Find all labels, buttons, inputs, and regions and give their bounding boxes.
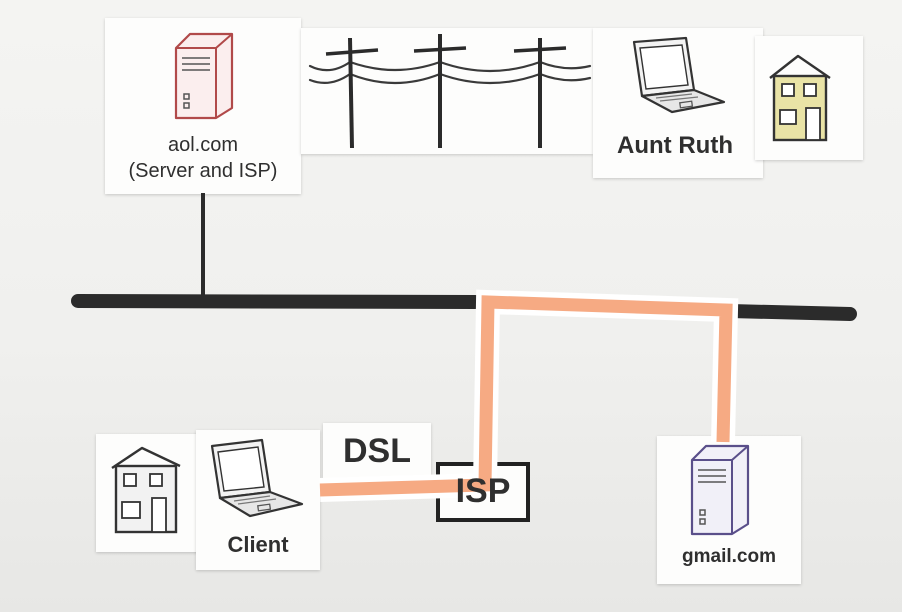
aol-label: aol.com — [167, 134, 239, 156]
house-icon — [769, 54, 831, 142]
route-path — [319, 295, 733, 497]
aunt-ruth-label: Aunt Ruth — [617, 132, 733, 159]
server-icon — [174, 32, 234, 120]
utility-poles-icon — [308, 34, 592, 149]
dsl-card — [323, 423, 431, 481]
client-label: Client — [227, 532, 289, 557]
internet-backbone-right — [723, 304, 857, 321]
aol-sublabel: (Server and ISP) — [128, 160, 278, 182]
isp-label: ISP — [455, 472, 511, 510]
internet-backbone — [71, 294, 482, 309]
house-icon — [111, 446, 181, 534]
dsl-label: DSL — [343, 432, 411, 470]
laptop-icon — [632, 36, 726, 114]
server-icon — [690, 444, 750, 536]
laptop-icon — [210, 438, 304, 518]
gmail-label: gmail.com — [682, 546, 776, 567]
